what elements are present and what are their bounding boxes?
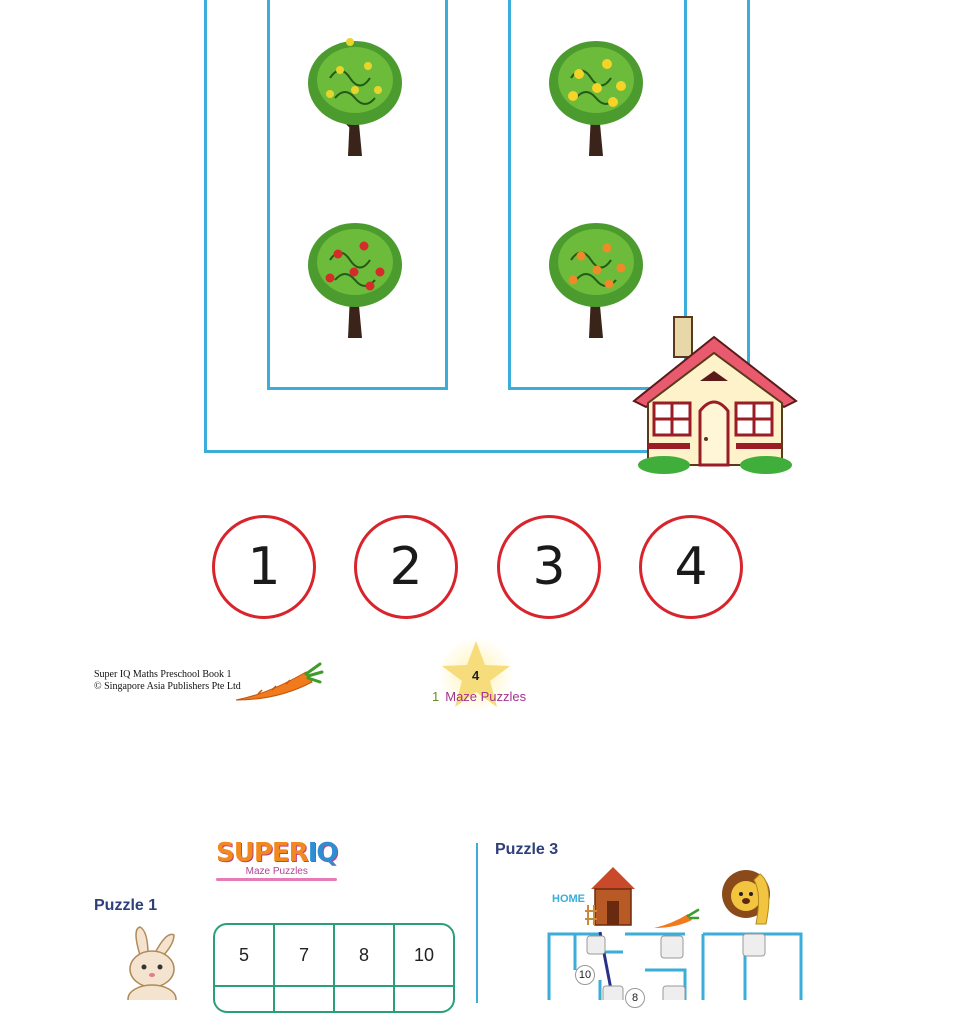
pear-tree-icon [308,38,402,156]
grid-cell [215,987,275,1011]
brand-iq: IQ [307,838,339,868]
maze-right-column [508,0,687,390]
grid-cell [275,987,335,1011]
column-divider [476,843,478,1003]
puzzle-3-number: 8 [625,988,645,1008]
grid-cell: 7 [275,925,335,985]
copyright: © Singapore Asia Publishers Pte Ltd [94,681,241,692]
answer-choice-3[interactable]: 3 [497,515,601,619]
star-badge-icon [438,637,514,713]
brand-underline [216,878,338,881]
puzzle-3-maze [547,931,803,1000]
rabbit-icon [127,926,177,1000]
grid-row-1: 5 7 8 10 [215,925,453,987]
brand-subtitle: Maze Puzzles [245,866,308,877]
small-carrot-icon [654,908,700,928]
maze-left-column [267,0,448,390]
section-label: 1 Maze Puzzles [432,689,526,704]
puzzle-3-number: 10 [575,965,595,985]
puzzle-3-title: Puzzle 3 [495,841,559,858]
super-iq-logo: SUPERIQ Maze Puzzles [216,838,339,881]
grid-row-2 [215,987,453,1011]
grid-cell: 8 [335,925,395,985]
answer-choice-1[interactable]: 1 [212,515,316,619]
farmhouse-icon [585,867,635,926]
answer-choice-2[interactable]: 2 [354,515,458,619]
apple-tree-icon [308,223,402,338]
page-number: 4 [472,668,480,683]
lion-icon [722,870,770,925]
book-title: Super IQ Maths Preschool Book 1 [94,669,232,680]
answer-choice-4[interactable]: 4 [639,515,743,619]
footer-credit: Super IQ Maths Preschool Book 1 © Singap… [94,669,241,693]
grid-cell [335,987,395,1011]
carrot-icon [235,662,324,701]
grid-cell: 5 [215,925,275,985]
orange-tree-icon [549,223,643,338]
house-icon [632,316,798,474]
home-label: HOME [552,893,585,905]
section-number: 1 [432,689,440,704]
maze-outer-path [204,0,750,453]
grid-cell: 10 [413,944,435,965]
brand-super: SUPER [216,838,309,868]
section-title: Maze Puzzles [445,689,527,704]
grid-cell [395,987,453,1011]
puzzle-1-title: Puzzle 1 [94,897,158,914]
lemon-tree-icon [549,41,643,156]
